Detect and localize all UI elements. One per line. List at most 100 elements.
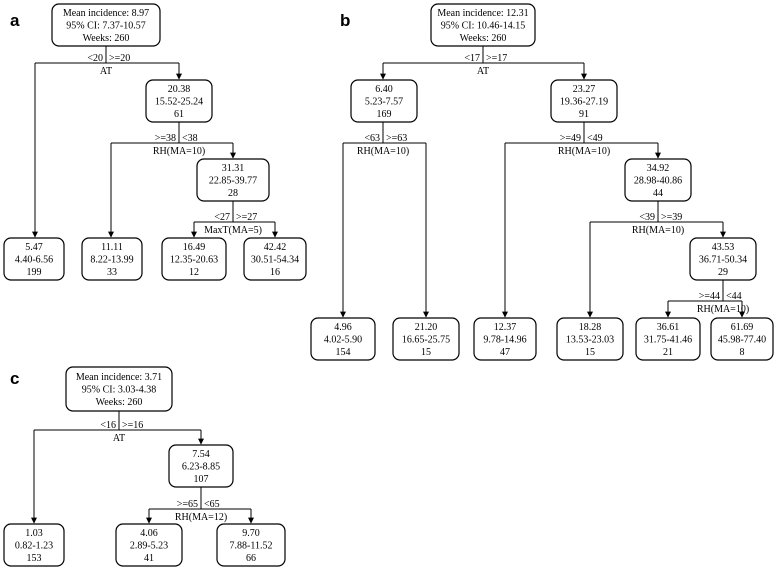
panel-b-node-9-line-1: 45.98-77.40 [718,335,766,346]
panel-b-node-5-line-0: 21.20 [415,322,438,333]
split-left-condition: >=65 [177,499,198,510]
panel-a-root-node-box [51,3,161,47]
panel-c-node-1-box [3,523,65,567]
panel-b-node-7-line-2: 15 [585,347,595,358]
panel-a-node-0-line-0: 20.38 [168,84,191,95]
panel-c-node-0-box [168,444,234,488]
panel-c-node-1-line-2: 153 [27,553,42,564]
panel-b-split-2 [502,122,661,318]
panel-a-node-2-line-0: 5.47 [25,242,43,253]
panel-c-node-0-line-0: 7.54 [192,449,210,460]
panel-b-node-8-line-1: 31.75-41.46 [644,335,692,346]
panel-b-node-6-box [473,317,537,361]
split-right-condition: >=20 [109,53,130,64]
panel-b-node-0-line-1: 5.23-7.57 [365,97,403,108]
panel-c-node-1-line-1: 0.82-1.23 [15,541,53,552]
panel-b-node-3-line-2: 29 [718,267,728,278]
panel-b-node-3-line-0: 43.53 [712,242,735,253]
panel-a-split-2 [191,201,278,238]
panel-label-a: a [10,11,20,30]
panel-a-node-3-line-1: 8.22-13.99 [90,255,133,266]
split-variable: MaxT(MA=5) [204,225,262,236]
panel-b-node-5-line-1: 16.65-25.75 [402,335,450,346]
panel-a-node-1-box [196,158,270,202]
panel-b-node-5-line-2: 15 [421,347,431,358]
panel-a-node-0-box [145,79,213,123]
panel-a-node-1-line-1: 22.85-39.77 [209,176,257,187]
split-variable: RH(MA=12) [175,512,227,523]
panel-a-node-1-line-2: 28 [228,188,238,199]
panel-b-node-9-line-2: 8 [740,347,745,358]
panel-c-node-2-line-2: 41 [144,553,154,564]
split-variable: RH(MA=10) [558,146,610,157]
panel-a-node-2-line-2: 199 [27,267,42,278]
panel-b-node-5-box [392,317,460,361]
panel-b-node-4-line-0: 4.96 [334,322,352,333]
panel-a-node-0-line-1: 15.52-25.24 [155,97,203,108]
panel-b-node-4-line-1: 4.02-5.90 [324,335,362,346]
panel-c-split-1 [146,487,254,524]
split-right-condition: <38 [182,133,198,144]
panel-b-node-3-line-1: 36.71-50.34 [699,255,747,266]
split-variable: AT [113,433,125,444]
panel-b-node-6-line-0: 12.37 [494,322,517,333]
panel-a-node-5-box [243,237,307,281]
panel-b-node-1-line-1: 19.36-27.19 [560,97,608,108]
panel-b-node-8-line-0: 36.61 [657,322,680,333]
panel-b-node-0-line-0: 6.40 [375,84,393,95]
panel-a-node-3-box [81,237,143,281]
panel-b-node-2-line-2: 44 [653,188,663,199]
split-variable: RH(MA=10) [697,304,749,315]
panel-b-node-6-line-1: 9.78-14.96 [483,335,526,346]
panel-a-split-0 [32,46,182,238]
panel-b-node-4-line-2: 154 [336,347,351,358]
split-right-condition: >=16 [122,420,143,431]
panel-c-node-2-line-1: 2.89-5.23 [130,541,168,552]
panel-c-node-3-line-0: 9.70 [242,528,260,539]
panel-b-node-7-line-1: 13.53-23.03 [566,335,614,346]
split-right-condition: <44 [726,291,742,302]
panel-b-node-7-line-0: 18.28 [579,322,602,333]
split-left-condition: <63 [364,133,380,144]
panel-a-node-5-line-2: 16 [270,267,280,278]
panel-b-root-node-line-2: Weeks: 260 [460,33,507,44]
split-right-condition: >=39 [661,212,682,223]
panel-c-node-0-line-1: 6.23-8.85 [182,462,220,473]
panel-a-node-0-line-2: 61 [174,109,184,120]
panel-b-node-4-box [310,317,376,361]
panel-b-root-node-box [430,3,536,47]
panel-b-split-3 [587,201,726,318]
panel-a-node-3-line-2: 33 [107,267,117,278]
panel-a-node-2-line-1: 4.40-6.56 [15,255,53,266]
split-right-condition: <65 [204,499,220,510]
panel-b-node-2-line-1: 28.98-40.86 [634,176,682,187]
panel-b-split-0 [380,46,587,80]
panel-a-node-4-line-2: 12 [189,267,199,278]
panel-b-node-9-box [710,317,774,361]
panel-a-node-5-line-0: 42.42 [264,242,287,253]
split-left-condition: <20 [87,53,103,64]
panel-c-split-0 [31,411,204,524]
split-left-condition: >=38 [155,133,176,144]
split-variable: RH(MA=10) [357,146,409,157]
panel-a-node-1-line-0: 31.31 [222,163,245,174]
panel-b-node-8-box [635,317,701,361]
panel-b-node-0-line-2: 169 [377,109,392,120]
